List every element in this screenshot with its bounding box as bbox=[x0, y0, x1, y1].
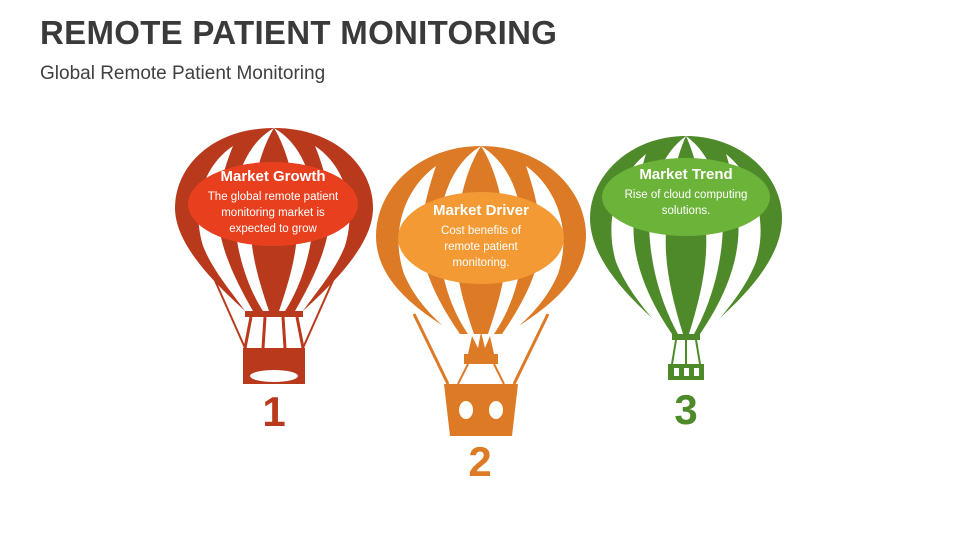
balloon-1-title: Market Growth bbox=[220, 168, 326, 185]
page-title: REMOTE PATIENT MONITORING bbox=[40, 14, 558, 51]
balloon-1-label: Market Growth The global remote patient … bbox=[188, 162, 358, 246]
balloon-2-graphic bbox=[376, 146, 586, 436]
page-subtitle: Global Remote Patient Monitoring bbox=[40, 63, 326, 84]
balloon-2 bbox=[374, 144, 588, 440]
balloon-2-number: 2 bbox=[468, 438, 492, 485]
balloon-2-description: Cost benefits of remote patient monitori… bbox=[441, 225, 521, 269]
balloon-3-label: Market Trend Rise of cloud computing sol… bbox=[602, 158, 770, 236]
balloon-3-title: Market Trend bbox=[639, 166, 733, 183]
balloon-1-number: 1 bbox=[262, 388, 286, 435]
balloon-3-number: 3 bbox=[674, 386, 698, 433]
balloon-2-title: Market Driver bbox=[433, 202, 529, 219]
balloon-1-description: The global remote patient monitoring mar… bbox=[207, 191, 339, 235]
balloon-2-label: Market Driver Cost benefits of remote pa… bbox=[398, 192, 564, 284]
balloon-3-description: Rise of cloud computing solutions. bbox=[624, 189, 748, 217]
